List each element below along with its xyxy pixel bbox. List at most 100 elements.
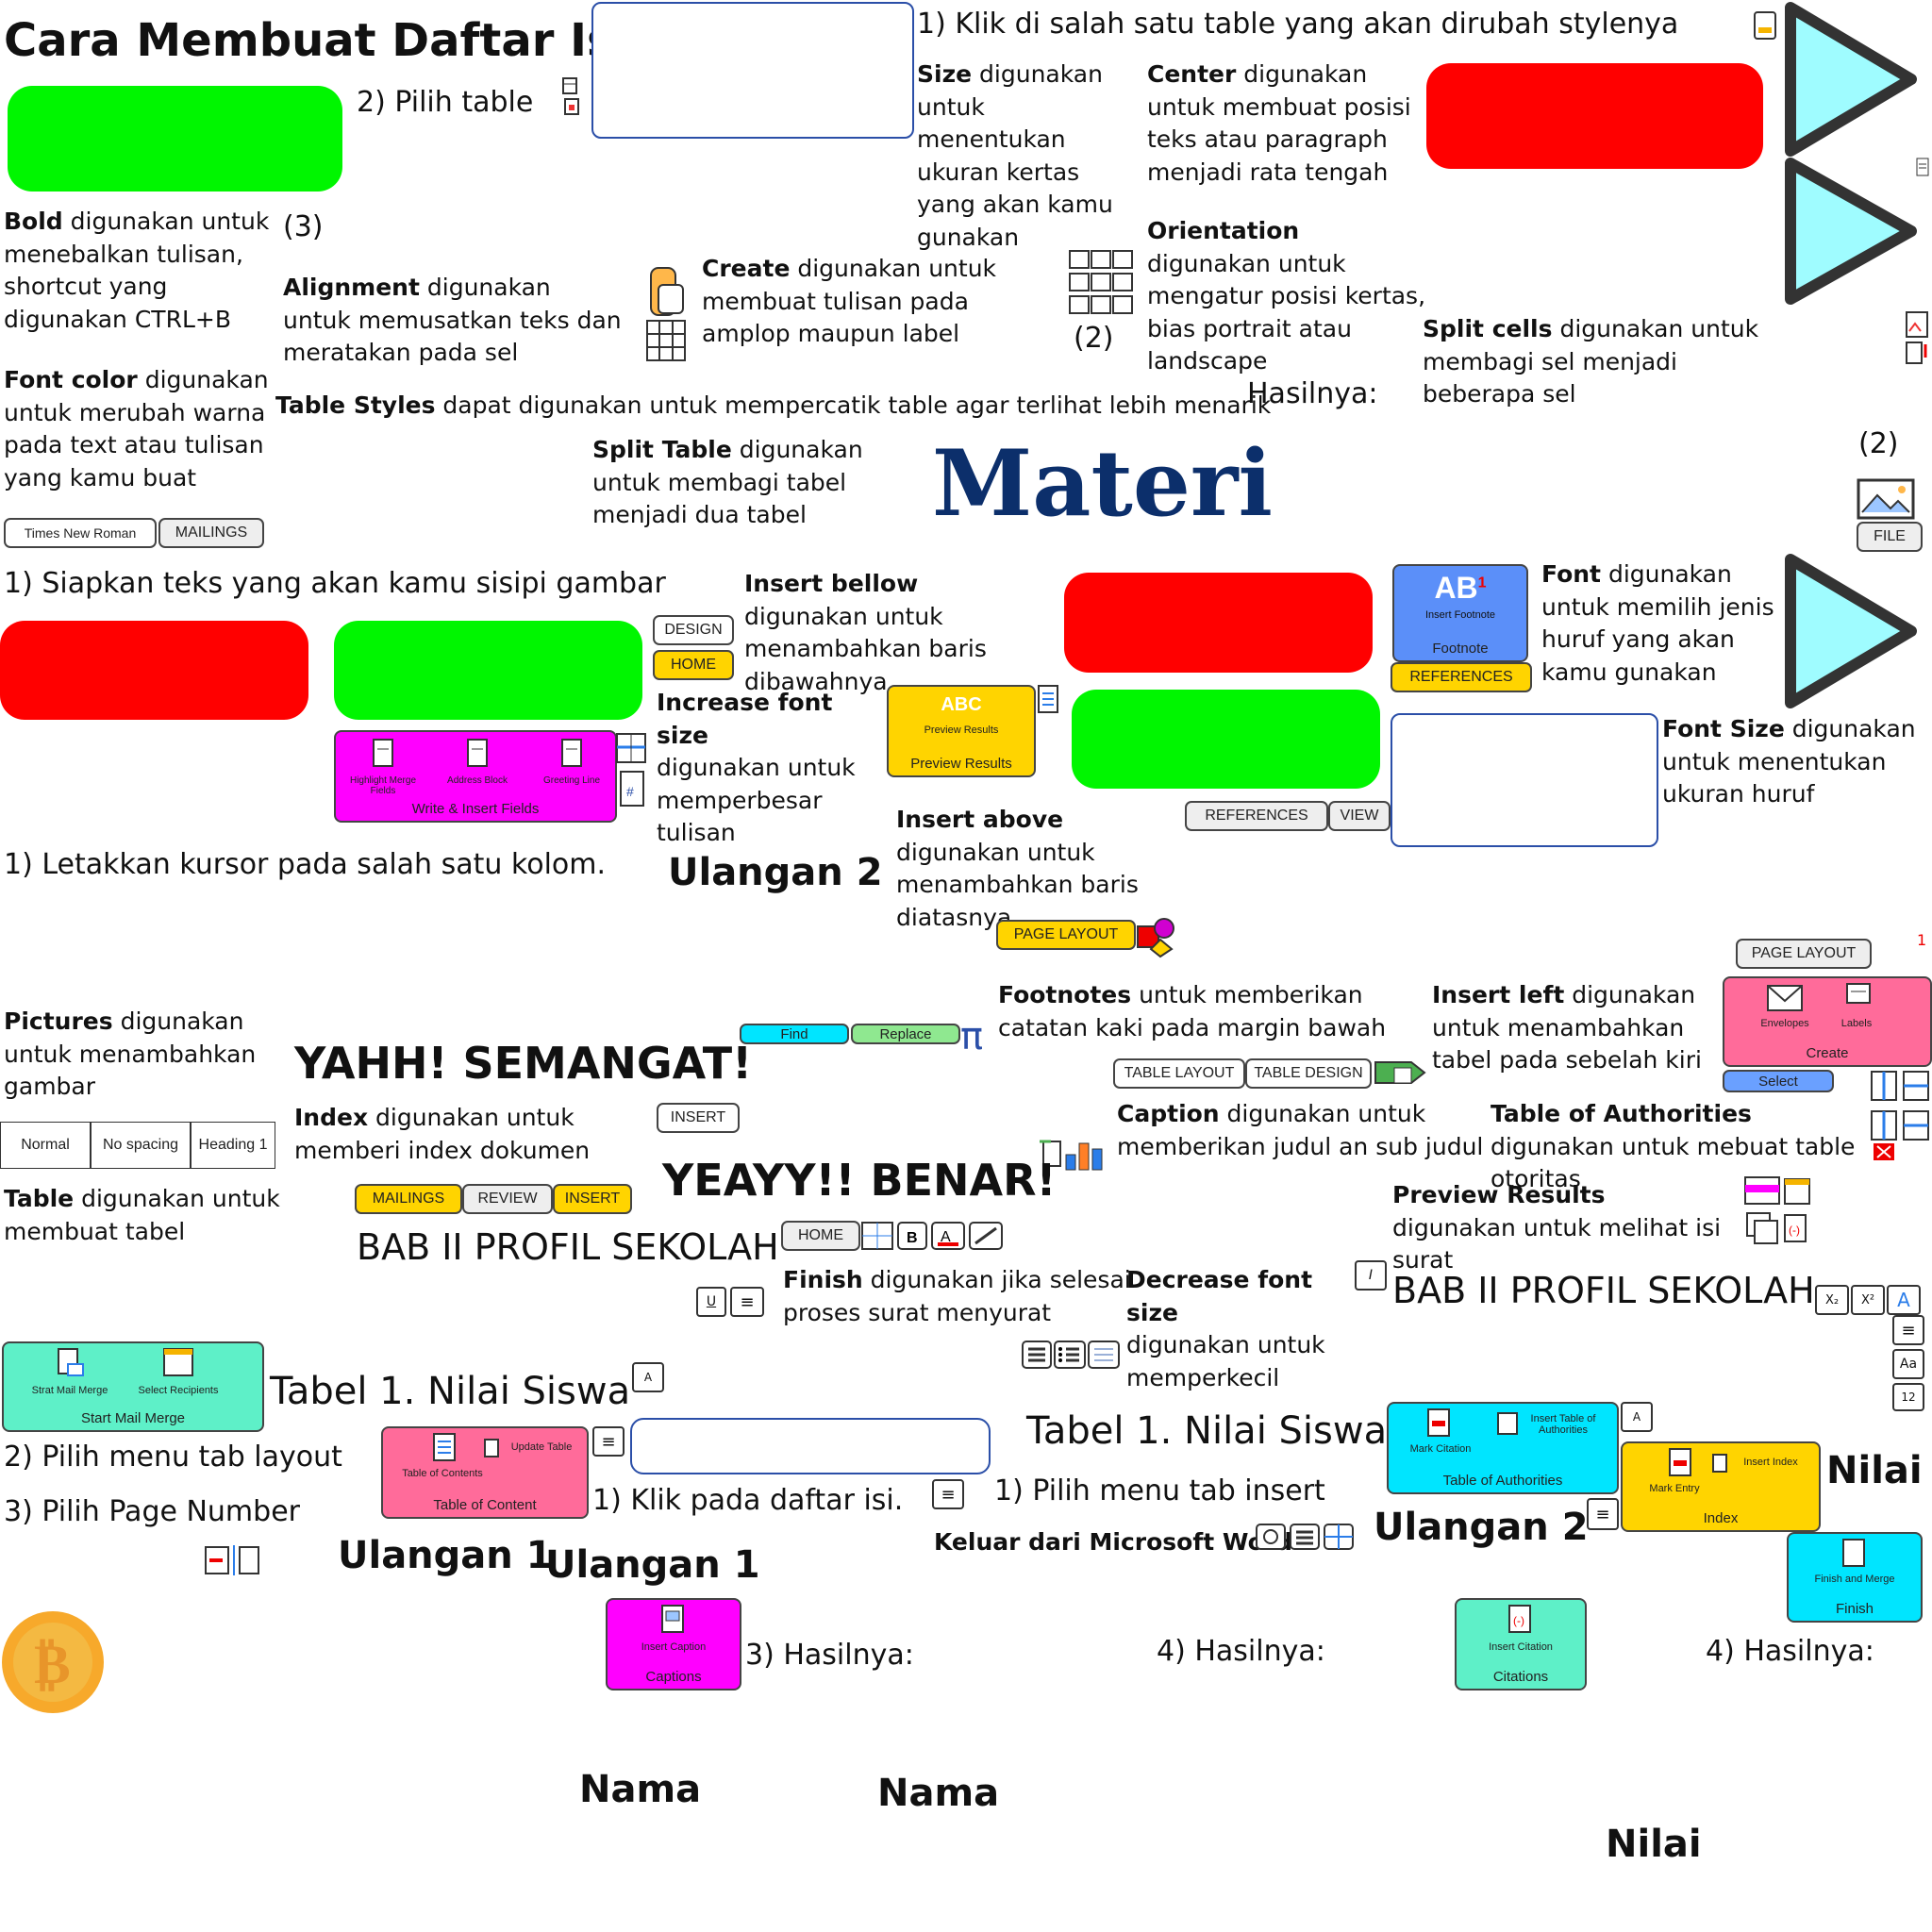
desc-finish: Finish digunakan jika selesai proses sur… xyxy=(783,1266,1131,1326)
desc-split-table: Split Table digunakan untuk membagi tabe… xyxy=(592,436,863,528)
green-answer-box-2[interactable] xyxy=(334,621,642,720)
bitcoin-coin-icon[interactable]: ₿ xyxy=(0,1609,106,1715)
red-answer-box-1[interactable] xyxy=(1426,63,1763,169)
table-style-icon xyxy=(1751,9,1779,42)
image-doc-icons xyxy=(1904,309,1930,368)
number-3: (3) xyxy=(283,210,324,243)
red-answer-box-3[interactable] xyxy=(0,621,308,720)
step-page-number: 3) Pilih Page Number xyxy=(4,1495,300,1528)
desc-split-cells: Split cells digunakan untuk membagi sel … xyxy=(1423,315,1759,408)
captions-panel[interactable]: Insert Caption Captions xyxy=(606,1598,741,1690)
insert-index-icon xyxy=(1712,1454,1727,1473)
greeting-line-label: Greeting Line xyxy=(542,775,601,786)
index-panel[interactable]: Mark Entry Insert Index Index xyxy=(1621,1441,1821,1532)
red-answer-box-2[interactable] xyxy=(1064,573,1373,673)
home-tab-button-1[interactable]: HOME xyxy=(653,650,734,680)
desc-table: Table digunakan untuk membuat tabel xyxy=(4,1185,280,1245)
empty-answer-box-1[interactable] xyxy=(591,2,914,139)
shapes-icon xyxy=(1136,917,1177,958)
subscript-button[interactable]: X₂ xyxy=(1815,1285,1849,1315)
table-design-tab-button[interactable]: TABLE DESIGN xyxy=(1245,1058,1372,1089)
font-color-button[interactable]: A xyxy=(1887,1285,1921,1315)
desc-center: Center digunakan untuk membuat posisi te… xyxy=(1147,60,1411,186)
style-no-spacing[interactable]: No spacing xyxy=(91,1122,191,1169)
equation-pi-icon[interactable]: π xyxy=(960,1015,984,1058)
style-heading-1[interactable]: Heading 1 xyxy=(191,1122,275,1169)
index-caption: Index xyxy=(1703,1510,1739,1526)
play-triangle-icon-3[interactable] xyxy=(1781,552,1923,712)
toc-label: Table of Contents xyxy=(402,1468,483,1479)
table-of-authorities-panel[interactable]: Mark Citation Insert Table of Authoritie… xyxy=(1387,1402,1619,1494)
select-button[interactable]: Select xyxy=(1723,1070,1834,1092)
table-of-content-panel[interactable]: Table of Contents Update Table Table of … xyxy=(381,1426,589,1519)
insert-tab-button-1[interactable]: INSERT xyxy=(657,1103,740,1133)
justify-icon[interactable]: ≡ xyxy=(592,1426,625,1457)
numbered-list-icon[interactable]: ≡ xyxy=(1587,1498,1619,1530)
empty-answer-box-3[interactable] xyxy=(630,1418,991,1474)
finish-merge-panel[interactable]: Finish and Merge Finish xyxy=(1787,1532,1923,1623)
references-tab-button-2[interactable]: REFERENCES xyxy=(1185,801,1328,831)
table-layout-tab-button[interactable]: TABLE LAYOUT xyxy=(1113,1058,1245,1089)
green-answer-box-1[interactable] xyxy=(8,86,342,192)
hasilnya-4a: 4) Hasilnya: xyxy=(1157,1635,1325,1668)
align-left-icon[interactable]: ≡ xyxy=(1892,1315,1924,1345)
desc-footnotes: Footnotes untuk memberikan catatan kaki … xyxy=(998,981,1387,1041)
align-center-icon[interactable]: ≡ xyxy=(730,1287,764,1317)
play-triangle-icon-1[interactable] xyxy=(1781,0,1923,160)
svg-text:B: B xyxy=(907,1230,918,1246)
green-answer-box-3[interactable] xyxy=(1072,690,1380,789)
underline-button[interactable]: U xyxy=(696,1287,726,1317)
font-name-dropdown[interactable]: Times New Roman xyxy=(4,518,157,548)
mailings-tab-button-1[interactable]: MAILINGS xyxy=(158,518,264,548)
citations-panel[interactable]: (-) Insert Citation Citations xyxy=(1455,1598,1587,1690)
font-size-12-button[interactable]: 12 xyxy=(1892,1383,1924,1411)
mailings-tab-button-2[interactable]: MAILINGS xyxy=(355,1184,462,1214)
small-a-button-1[interactable]: A xyxy=(632,1362,664,1392)
hasilnya-label-1: Hasilnya: xyxy=(1247,377,1378,410)
style-normal[interactable]: Normal xyxy=(0,1122,91,1169)
start-mail-merge-caption: Start Mail Merge xyxy=(80,1410,186,1426)
step-pilih-table: 2) Pilih table xyxy=(357,86,534,119)
bab-ii-heading-2: BAB II PROFIL SEKOLAH xyxy=(1392,1270,1815,1311)
play-triangle-icon-2[interactable] xyxy=(1781,156,1923,307)
empty-answer-box-2[interactable] xyxy=(1391,713,1658,847)
ulangan-1-heading-2: Ulangan 1 xyxy=(545,1543,760,1587)
home-tab-button-2[interactable]: HOME xyxy=(781,1221,860,1251)
find-button[interactable]: Find xyxy=(740,1024,849,1044)
create-envelopes-panel[interactable]: Envelopes Labels Create xyxy=(1723,976,1932,1067)
view-tab-button[interactable]: VIEW xyxy=(1328,801,1391,831)
start-mail-merge-panel[interactable]: Strat Mail Merge Select Recipients Start… xyxy=(2,1341,264,1432)
page-layout-tab-button-1[interactable]: PAGE LAYOUT xyxy=(996,920,1136,950)
outline-list-icon[interactable]: ≡ xyxy=(932,1479,964,1509)
benar-text: YEAYY!! BENAR! xyxy=(662,1155,1057,1206)
write-insert-caption: Write & Insert Fields xyxy=(411,801,540,817)
replace-button[interactable]: Replace xyxy=(851,1024,960,1044)
italic-button[interactable]: I xyxy=(1355,1260,1387,1291)
nama-label-1: Nama xyxy=(579,1768,702,1811)
insert-left-right-icons xyxy=(1870,1070,1930,1162)
desc-bold: Bold digunakan untuk menebalkan tulisan,… xyxy=(4,208,270,333)
bab-ii-heading-1: BAB II PROFIL SEKOLAH xyxy=(357,1226,779,1268)
write-insert-fields-panel[interactable]: Highlight Merge Fields Address Block Gre… xyxy=(334,730,617,823)
design-tab-button[interactable]: DESIGN xyxy=(653,615,734,645)
materi-heading: Materi xyxy=(932,430,1273,537)
superscript-button[interactable]: X² xyxy=(1851,1285,1885,1315)
insert-footnote-sub: Insert Footnote xyxy=(1425,609,1495,621)
step-pilih-insert: 1) Pilih menu tab insert xyxy=(994,1474,1325,1507)
number-2b: (2) xyxy=(1858,427,1899,460)
page-layout-tab-button-2[interactable]: PAGE LAYOUT xyxy=(1736,939,1872,969)
references-tab-button-1[interactable]: REFERENCES xyxy=(1391,662,1532,692)
change-case-button[interactable]: Aa xyxy=(1892,1349,1924,1379)
review-tab-button[interactable]: REVIEW xyxy=(462,1184,553,1214)
file-tab-button[interactable]: FILE xyxy=(1857,522,1923,552)
insert-footnote-panel[interactable]: AB1 Insert Footnote Footnote xyxy=(1392,564,1528,662)
svg-text:₿: ₿ xyxy=(34,1632,71,1696)
desc-insert-left: Insert left digunakan untuk menambahkan … xyxy=(1432,981,1702,1074)
document-small-icon xyxy=(1915,157,1930,177)
insert-tab-button-2[interactable]: INSERT xyxy=(553,1184,632,1214)
desc-insert-above: Insert above digunakan untuk menambahkan… xyxy=(896,806,1139,931)
small-a-button-2[interactable]: A xyxy=(1621,1402,1653,1432)
envelopes-label: Envelopes xyxy=(1760,1018,1809,1029)
preview-results-panel[interactable]: ABC Preview Results Preview Results xyxy=(887,685,1036,777)
